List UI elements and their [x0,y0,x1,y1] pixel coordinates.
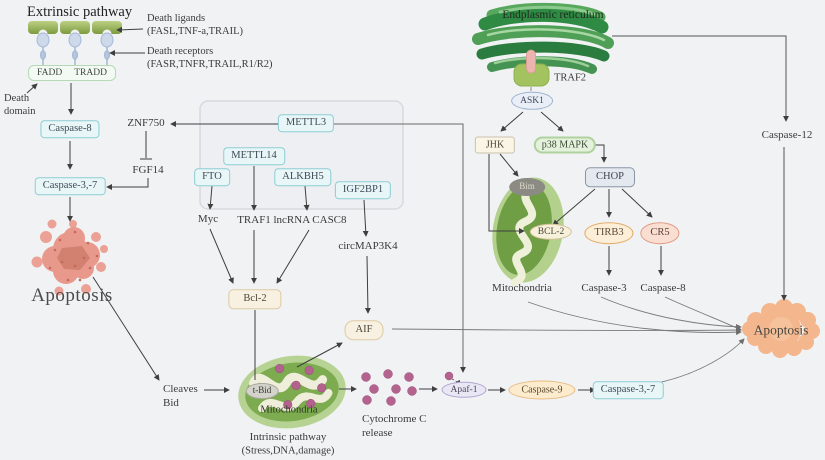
bcl2-er-node: BCL-2 [529,223,573,241]
aif-node: AIF [344,320,384,340]
er-label: Endplasmic reticulum [502,8,604,21]
line2: domain [4,106,36,118]
line1: Death [4,93,30,104]
traf1-label: TRAF1 [237,214,271,227]
death-domain-label: Death domain [4,92,36,118]
cr5-node: CR5 [640,222,680,244]
caspase8-right-label: Caspase-8 [640,282,686,295]
apoptosis-blob-right [742,299,820,358]
igf2bp1-node: IGF2BP1 [334,181,392,199]
line2: (FASR,TNFR,TRAIL,R1/R2) [147,59,273,71]
er-organelle-graphic [472,2,614,74]
cytochrome-c-dots [361,369,454,406]
alkbh5-node: ALKBH5 [274,168,332,186]
caspase8-node: Caspase-8 [40,120,100,138]
apoptosis-blob-left [31,219,108,296]
caspase3-right-label: Caspase-3 [581,282,627,295]
cytochrome-c-label: Cytochrome C release [362,413,426,441]
tradd-label: TRADD [74,68,107,78]
mitochondria-left-label: Mitochondria [260,404,318,416]
line1: Death receptors [147,46,214,57]
line2: (FASL,TNF-a,TRAIL) [147,26,244,38]
death-receptors-label: Death receptors (FASR,TNFR,TRAIL,R1/R2) [147,45,273,71]
line2: Bid [163,396,179,409]
fto-node: FTO [194,168,230,186]
znf750-label: ZNF750 [127,117,165,130]
jhk-node: JHK [474,136,516,154]
myc-label: Myc [197,213,219,226]
caspase12-label: Caspase-12 [761,129,813,142]
intrinsic-pathway-label: Intrinsic pathway [249,431,327,444]
p38-mapk-node: p38 MAPK [533,136,597,154]
line1: Death ligands [147,13,206,24]
mitochondria-right-label: Mitochondria [492,282,552,295]
tbid-node: t-Bid [245,383,279,399]
bcl2-node: Bcl-2 [228,289,282,309]
traf2-label: TRAF2 [553,72,587,84]
apoptosis-left-label: Apoptosis [31,285,113,307]
bim-node: Bim [509,178,545,196]
caspase37-bottom-node: Caspase-3,-7 [592,381,664,399]
line1: Cleaves [163,383,198,395]
line2: release [362,426,393,439]
tirb3-node: TIRB3 [584,222,634,244]
fgf14-label: FGF14 [132,164,164,177]
death-receptor-graphic [28,21,122,67]
mettl14-node: METTL14 [223,147,285,165]
traf2-receptor-graphic [513,49,550,91]
fadd-tradd-box: FADD TRADD [28,65,116,81]
apoptosis-right-label: Apoptosis [753,322,809,338]
circmap3k4-label: circMAP3K4 [338,240,398,253]
mettl3-node: METTL3 [277,114,335,132]
convergence-curves [391,296,745,384]
caspase37-left-node: Caspase-3,-7 [34,177,106,195]
fadd-label: FADD [37,68,63,78]
mitochondria-left-graphic [238,355,346,429]
stress-dna-damage-label: (Stress,DNA,damage) [241,445,335,457]
chop-node: CHOP [584,167,636,187]
death-ligands-label: Death ligands (FASL,TNF-a,TRAIL) [147,12,243,38]
cleaves-bid-label: Cleaves Bid [163,383,198,411]
lncrna-casc8-label: lncRNA CASC8 [273,214,347,227]
line1: Cytochrome C [362,413,427,425]
ask1-node: ASK1 [511,91,553,111]
extrinsic-pathway-title: Extrinsic pathway [27,4,133,20]
caspase9-node: Caspase-9 [508,380,576,400]
apaf1-node: Apaf-1 [441,381,487,399]
arrow-lines [26,26,789,393]
